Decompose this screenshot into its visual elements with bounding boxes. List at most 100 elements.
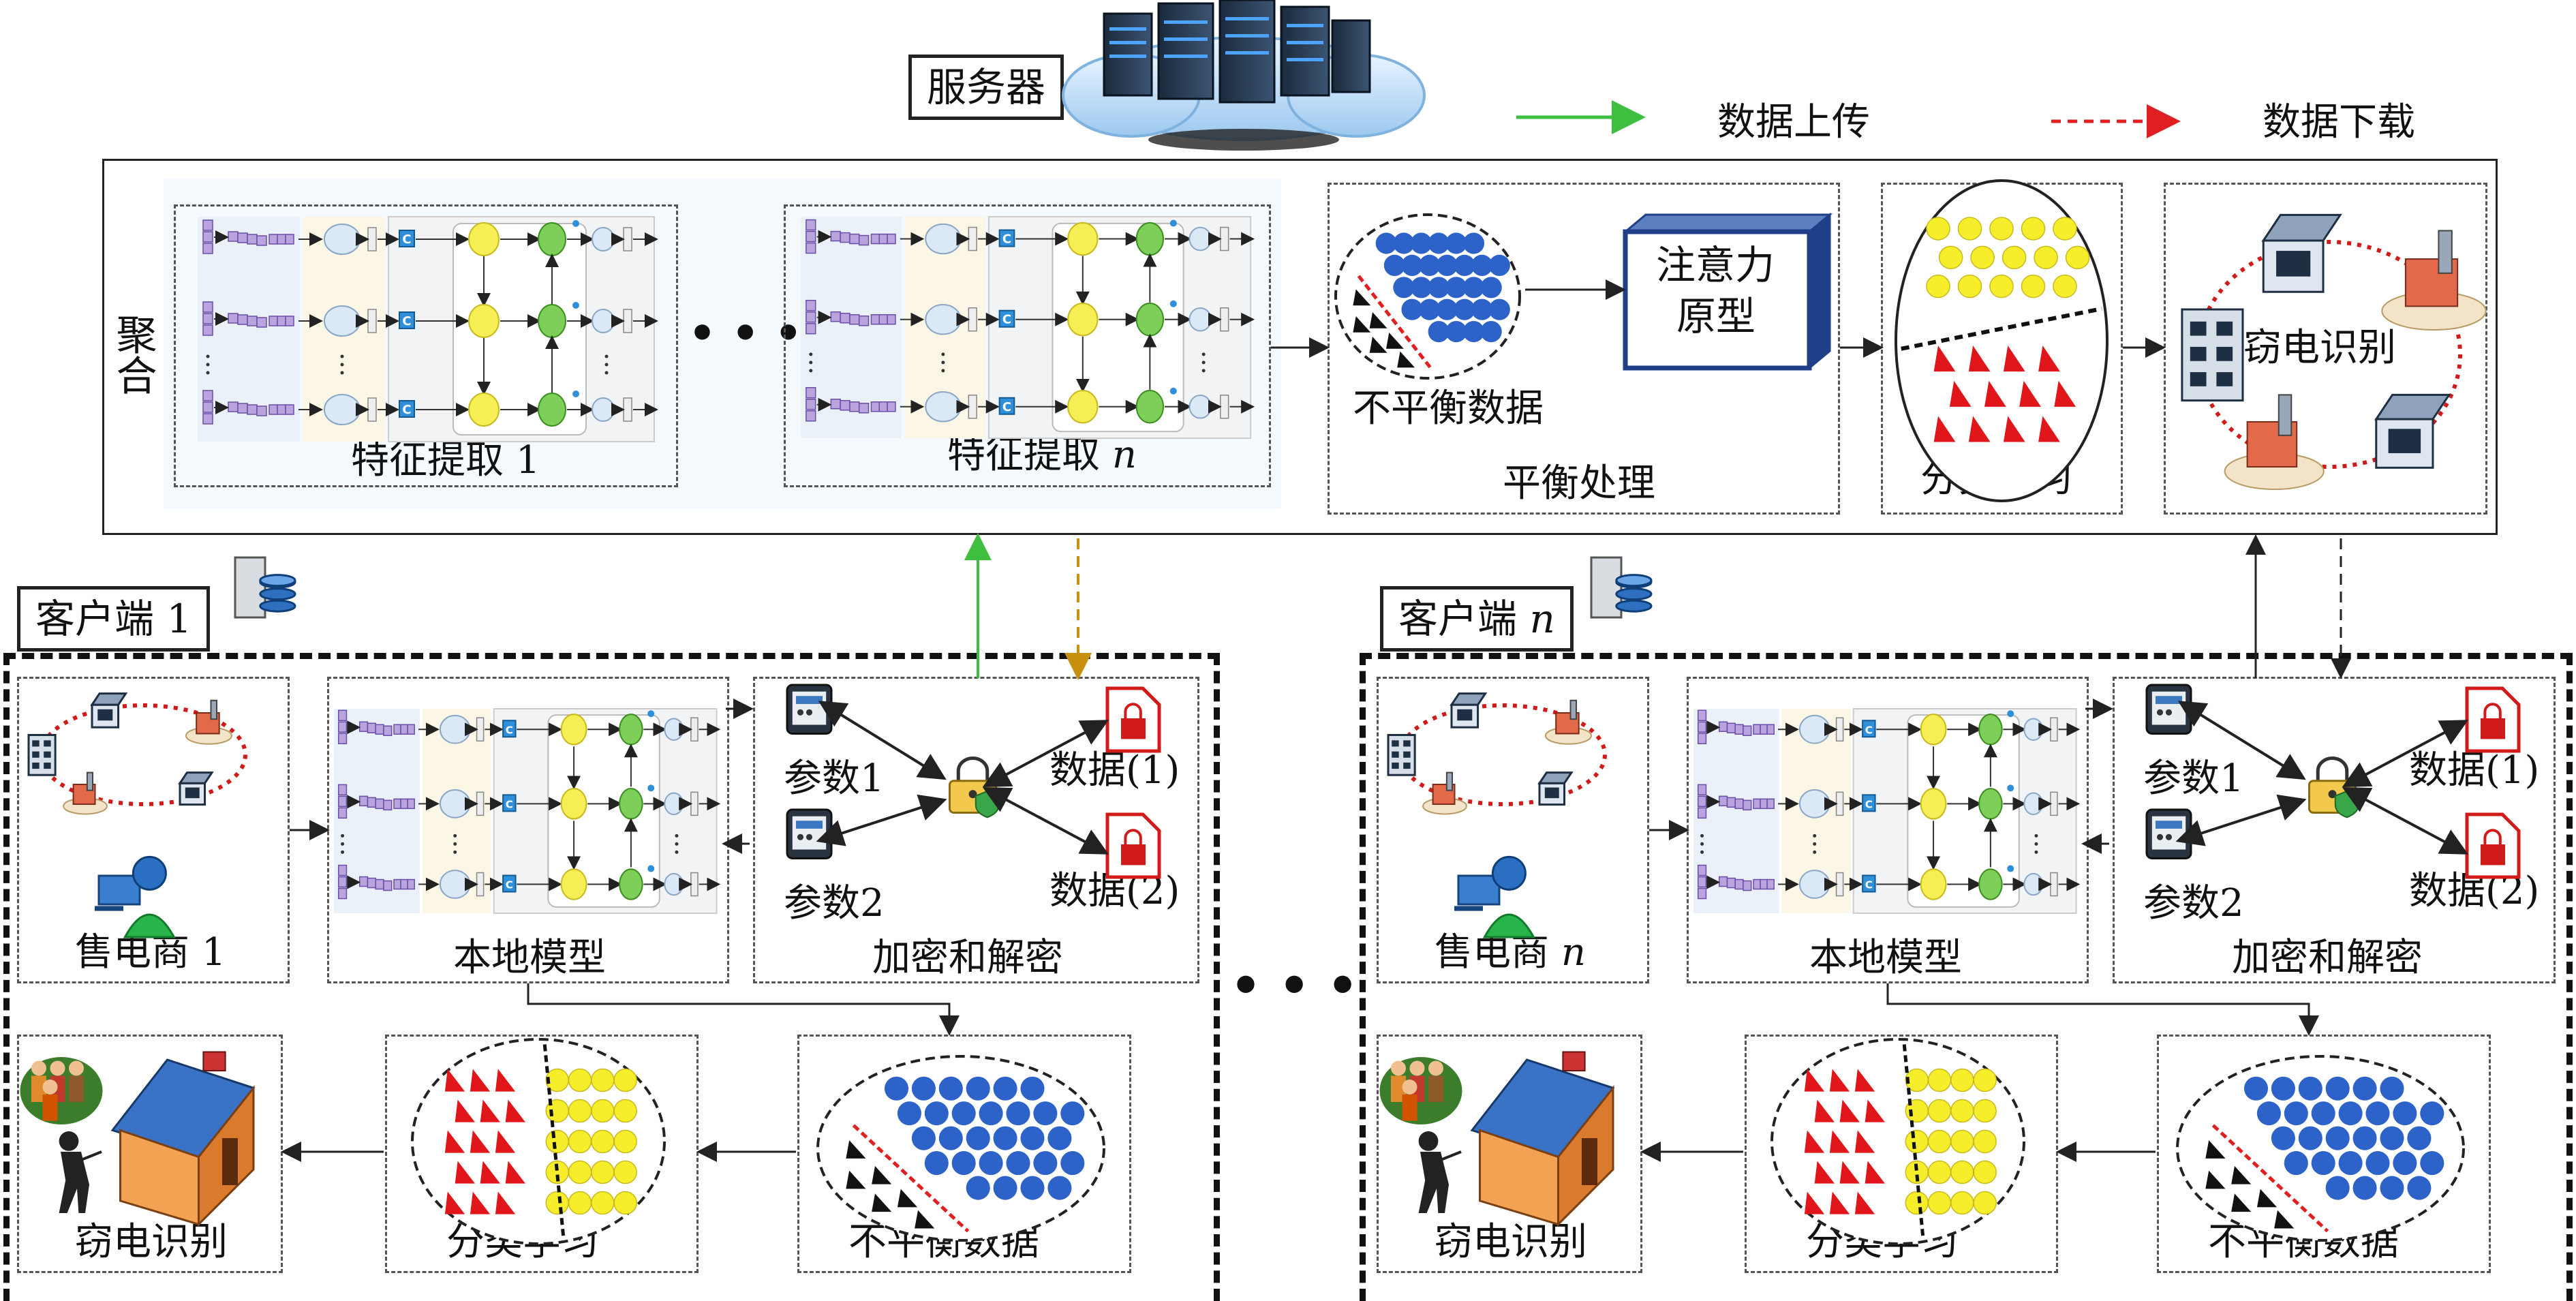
network-factory-icon bbox=[2381, 230, 2487, 331]
network-factory-icon bbox=[2224, 394, 2325, 490]
attention-prototype-line1: 注意力 bbox=[1656, 242, 1775, 288]
client-n-theft-label: 窃电识别 bbox=[1435, 1220, 1587, 1264]
svg-text:C: C bbox=[402, 232, 411, 247]
network-building-icon bbox=[2181, 308, 2244, 402]
client-1-tag: 客户端 1 bbox=[17, 586, 211, 652]
network-substation-icon bbox=[1537, 771, 1574, 806]
server-theft-network bbox=[2181, 213, 2487, 490]
client-n-retailer-box bbox=[1377, 677, 1649, 983]
svg-text:C: C bbox=[506, 798, 513, 810]
client-1-graphics bbox=[20, 684, 1161, 1227]
house-icon bbox=[110, 1051, 256, 1227]
server-classification-scatter bbox=[1895, 179, 2109, 502]
client-ellipsis: • • • bbox=[1230, 956, 1359, 1014]
balance-processing-label: 平衡处理 bbox=[1503, 461, 1655, 506]
client-n-network bbox=[1387, 692, 1607, 815]
feature-extraction-n-label: 特征提取 n bbox=[947, 433, 1137, 477]
locked-file-icon bbox=[1105, 686, 1161, 753]
client-n-param2-label: 参数2 bbox=[2143, 881, 2244, 925]
client-1-imbalanced-box bbox=[797, 1035, 1131, 1273]
svg-text:C: C bbox=[1002, 232, 1011, 247]
database-icon bbox=[1590, 556, 1653, 619]
exchange-arrow bbox=[2342, 720, 2469, 788]
client-n-encrypt-label: 加密和解密 bbox=[2232, 936, 2423, 980]
network-factory-icon bbox=[63, 771, 108, 815]
exchange-arrow bbox=[2342, 786, 2469, 855]
theft-detection-label: 窃电识别 bbox=[2243, 326, 2396, 370]
svg-text:C: C bbox=[1865, 724, 1873, 736]
svg-text:C: C bbox=[1865, 879, 1873, 891]
family-icon bbox=[1379, 1057, 1462, 1124]
client-1-encrypt-box bbox=[753, 677, 1199, 983]
lock-icon bbox=[2308, 756, 2359, 818]
client-1-local-model-diagram-graphic: CCC bbox=[334, 708, 721, 914]
network-building-icon bbox=[1387, 734, 1416, 776]
network-factory-icon bbox=[185, 699, 232, 745]
svg-text:C: C bbox=[1002, 400, 1011, 414]
meter-icon bbox=[2145, 808, 2192, 859]
legend-upload-label: 数据上传 bbox=[1717, 100, 1870, 144]
retailer-user-icon bbox=[95, 855, 176, 938]
client-n-imbalanced-box bbox=[2157, 1035, 2491, 1273]
locked-file-icon bbox=[2465, 812, 2521, 879]
client-1-local-model-label: 本地模型 bbox=[453, 936, 606, 980]
feature-extraction-1-box bbox=[174, 204, 678, 487]
client-1-encrypt-label: 加密和解密 bbox=[872, 936, 1063, 980]
server-imbalanced-scatter bbox=[1334, 213, 1521, 380]
client-1-retailer-box bbox=[17, 677, 290, 983]
imbalanced-data-label: 不平衡数据 bbox=[1353, 386, 1544, 431]
database-icon bbox=[234, 556, 296, 619]
exchange-arrow bbox=[816, 794, 947, 846]
exchange-arrow bbox=[982, 786, 1109, 855]
svg-text:C: C bbox=[402, 403, 411, 417]
lock-icon bbox=[949, 756, 1000, 818]
flow-arrow bbox=[1886, 983, 2319, 1036]
exchange-arrow bbox=[818, 701, 947, 780]
svg-text:C: C bbox=[1002, 313, 1011, 327]
client-n-local-model-label: 本地模型 bbox=[1809, 936, 1962, 980]
thief-icon bbox=[1418, 1131, 1462, 1213]
svg-text:C: C bbox=[506, 879, 513, 891]
legend-download-label: 数据下载 bbox=[2263, 100, 2415, 144]
client-n-retailer-label: 售电商 n bbox=[1435, 930, 1586, 975]
feature-extraction-n-diagram-graphic: C C C bbox=[801, 216, 1255, 439]
network-building-icon bbox=[27, 734, 57, 776]
feature-ellipsis: • • • bbox=[688, 308, 803, 359]
client-1-network bbox=[27, 692, 247, 815]
exchange-arrow bbox=[2175, 794, 2307, 846]
house-icon bbox=[1470, 1051, 1615, 1227]
client-n-classification-scatter bbox=[1770, 1038, 2025, 1245]
aggregation-label: 聚合 bbox=[109, 313, 157, 395]
locked-file-icon bbox=[2465, 686, 2521, 753]
meter-icon bbox=[2145, 684, 2192, 735]
client-1-retailer-label: 售电商 1 bbox=[75, 930, 226, 975]
exchange-arrow bbox=[2177, 701, 2306, 780]
aggregation-box bbox=[102, 159, 2498, 535]
svg-text:C: C bbox=[402, 314, 411, 328]
client-1-theft-label: 窃电识别 bbox=[75, 1220, 228, 1264]
network-substation-icon bbox=[2374, 393, 2451, 469]
client-1-classification-scatter bbox=[411, 1038, 666, 1245]
client-1-param2-label: 参数2 bbox=[784, 881, 885, 925]
feature-extraction-1-label: 特征提取 1 bbox=[351, 438, 540, 483]
network-substation-icon bbox=[2261, 213, 2342, 293]
feature-extraction-1-diagram-graphic: C C C bbox=[198, 216, 658, 442]
client-n-tag: 客户端 n bbox=[1380, 586, 1574, 652]
meter-icon bbox=[786, 808, 833, 859]
client-n-imbalanced-scatter bbox=[2176, 1055, 2465, 1242]
locked-file-icon bbox=[1105, 812, 1161, 879]
client-1-imbalanced-scatter bbox=[816, 1055, 1105, 1242]
network-substation-icon bbox=[90, 692, 128, 729]
exchange-arrow bbox=[982, 720, 1109, 788]
svg-text:C: C bbox=[1865, 798, 1873, 810]
family-icon bbox=[20, 1057, 103, 1124]
client-1-box bbox=[3, 653, 1220, 1301]
network-factory-icon bbox=[1544, 699, 1592, 745]
attention-prototype-line2: 原型 bbox=[1676, 293, 1756, 339]
feature-extraction-n-box bbox=[784, 204, 1271, 487]
retailer-user-icon bbox=[1454, 855, 1535, 938]
